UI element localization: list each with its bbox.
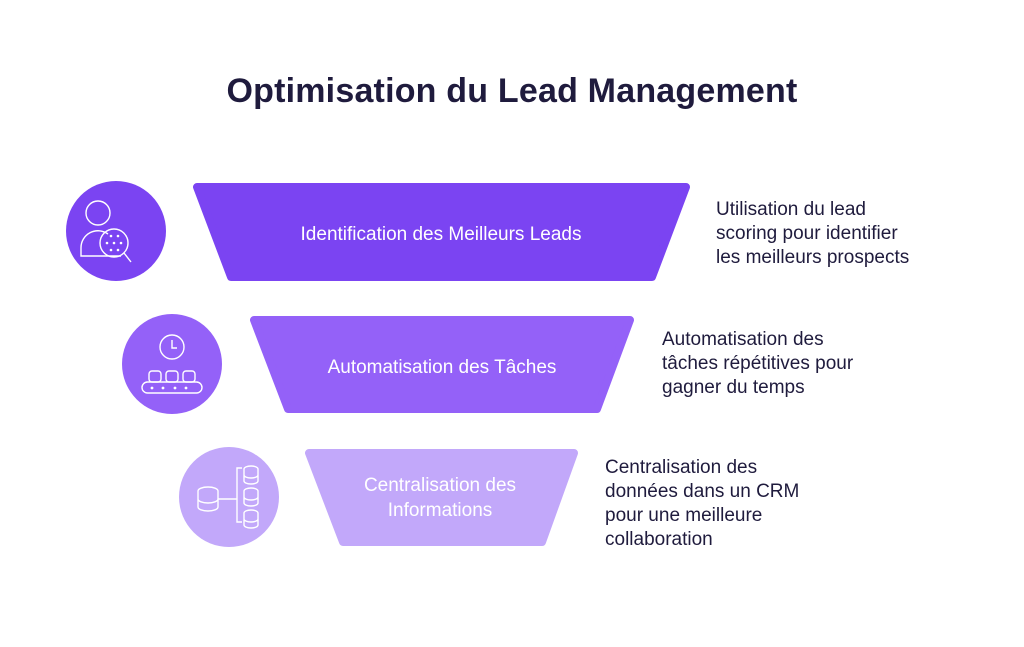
level-1-description: Utilisation du lead scoring pour identif… <box>716 198 909 270</box>
funnel-level-1 <box>193 183 690 281</box>
level-3-label-line: Centralisation des <box>363 475 517 496</box>
description-line: les meilleurs prospects <box>716 247 910 268</box>
database-network-icon <box>179 447 279 547</box>
level-3-description: Centralisation des données dans un CRM p… <box>605 456 799 552</box>
description-line: Utilisation du lead <box>716 199 866 220</box>
description-line: scoring pour identifier <box>716 223 898 244</box>
description-line: tâches répétitives pour <box>662 353 854 374</box>
level-3-label-line: Informations <box>387 500 493 521</box>
description-line: données dans un CRM <box>605 481 800 502</box>
funnel-level-2 <box>250 316 634 413</box>
description-line: collaboration <box>605 529 713 550</box>
level-3-label: Centralisation des Informations <box>340 473 540 523</box>
description-line: Centralisation des <box>605 457 758 478</box>
user-search-icon <box>66 181 166 281</box>
description-line: gagner du temps <box>662 377 805 398</box>
clock-conveyor-icon <box>122 314 222 414</box>
level-2-label: Automatisation des Tâches <box>327 357 557 378</box>
description-line: pour une meilleure <box>605 505 763 526</box>
description-line: Automatisation des <box>662 329 824 350</box>
level-2-description: Automatisation des tâches répétitives po… <box>662 328 853 400</box>
funnel-level-3 <box>305 449 578 546</box>
page-title: Optimisation du Lead Management <box>226 72 798 110</box>
level-1-label: Identification des Meilleurs Leads <box>300 224 582 245</box>
